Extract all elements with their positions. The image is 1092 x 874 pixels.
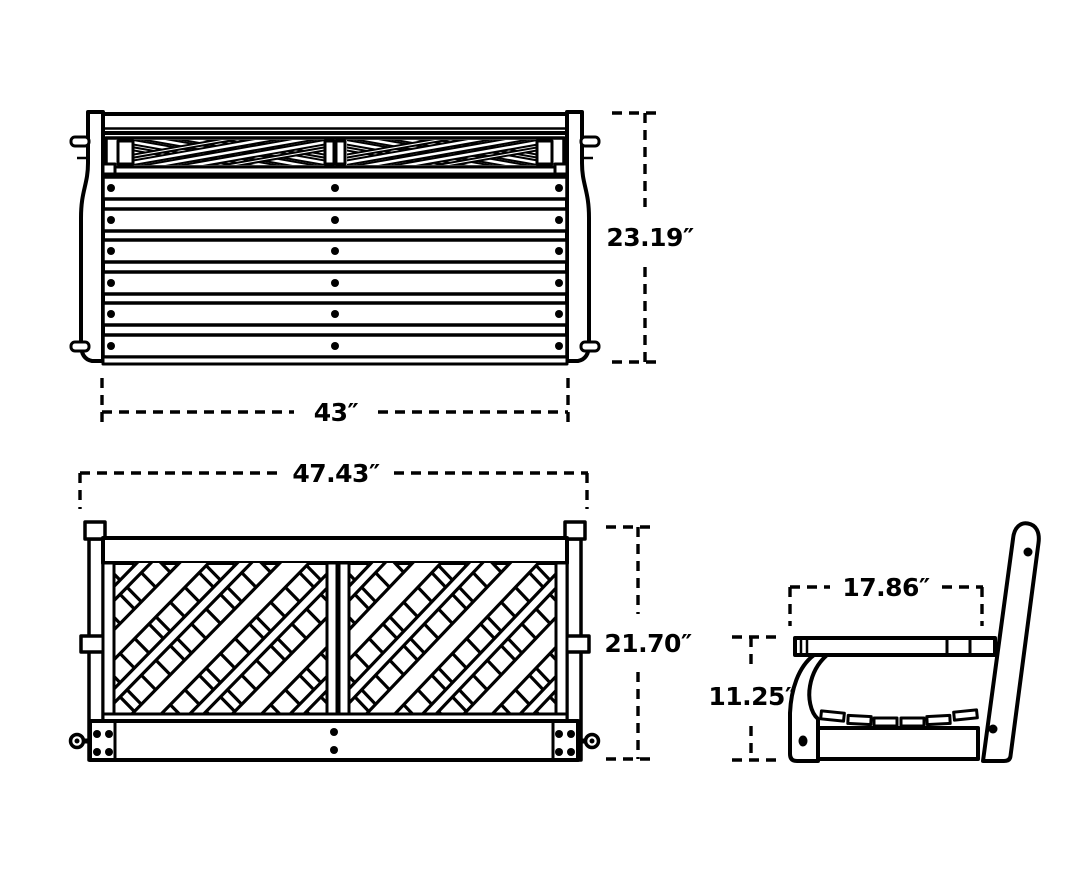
side-seat-slat — [819, 709, 846, 723]
front-view-left-post-cap — [83, 520, 107, 541]
front-view — [68, 520, 601, 762]
top-view-band-notch-left — [101, 162, 117, 176]
front-view-frame-stile-center-b — [337, 561, 351, 716]
front-view-frame-stile-right — [554, 561, 569, 716]
screw-dot — [1023, 547, 1033, 557]
top-view-band-notch-right — [553, 162, 569, 176]
top-view-lattice-stile-center-a — [323, 139, 336, 166]
front-view-right-eyelet — [578, 732, 601, 750]
screw-dot — [988, 724, 998, 734]
top-view-right-hook-top — [579, 135, 601, 148]
side-view-back-post — [981, 521, 1041, 763]
top-view-left-post — [79, 110, 105, 363]
top-view — [69, 110, 601, 366]
side-view-seat-board — [816, 726, 980, 761]
dimension-side-depth: 17.86″ — [788, 573, 984, 626]
side-seat-slat — [846, 713, 873, 727]
top-view-back-rail — [101, 112, 569, 135]
top-view-lattice-stile-center-b — [334, 139, 347, 166]
dimension-top-width: 43″ — [100, 378, 570, 427]
dim-label-front-height: 21.70″ — [604, 629, 692, 658]
dimension-side-height: 11.25″ — [708, 635, 796, 762]
top-view-front-rail — [101, 355, 569, 366]
front-view-right-cleat — [563, 634, 591, 654]
side-seat-slat — [899, 716, 926, 728]
front-view-frame-stile-center-a — [325, 561, 339, 716]
top-view-right-hook-bottom — [579, 340, 601, 353]
side-seat-slat — [925, 713, 952, 727]
side-seat-slat — [872, 716, 899, 728]
front-view-left-eyelet — [68, 732, 90, 750]
side-view — [788, 521, 1041, 763]
dim-label-side-height: 11.25″ — [708, 682, 796, 711]
front-view-frame-stile-left — [101, 561, 116, 716]
dim-label-top-width: 43″ — [314, 398, 359, 427]
dim-label-side-depth: 17.86″ — [842, 573, 930, 602]
side-view-arm — [793, 636, 997, 657]
dimension-front-height: 21.70″ — [604, 525, 692, 761]
front-view-right-post-cap — [563, 520, 587, 541]
screw-dot — [798, 735, 808, 747]
front-view-left-cleat — [79, 634, 107, 654]
front-view-top-rail — [101, 536, 569, 565]
dimension-front-width: 47.43″ — [78, 459, 589, 509]
screw-dots — [107, 184, 563, 350]
dim-label-top-height: 23.19″ — [606, 223, 694, 252]
top-view-lattice-stile-left — [116, 139, 135, 166]
top-view-left-hook-top — [69, 135, 91, 148]
top-view-band-rail — [101, 165, 569, 176]
top-view-left-hook-bottom — [69, 340, 91, 353]
top-view-right-post — [565, 110, 591, 363]
dimension-top-height: 23.19″ — [606, 111, 694, 364]
top-view-lattice-stile-right — [535, 139, 554, 166]
front-view-seat-apron — [88, 719, 580, 762]
dim-label-front-width: 47.43″ — [292, 459, 380, 488]
screw-dots — [93, 728, 575, 756]
side-seat-slat — [952, 708, 979, 722]
